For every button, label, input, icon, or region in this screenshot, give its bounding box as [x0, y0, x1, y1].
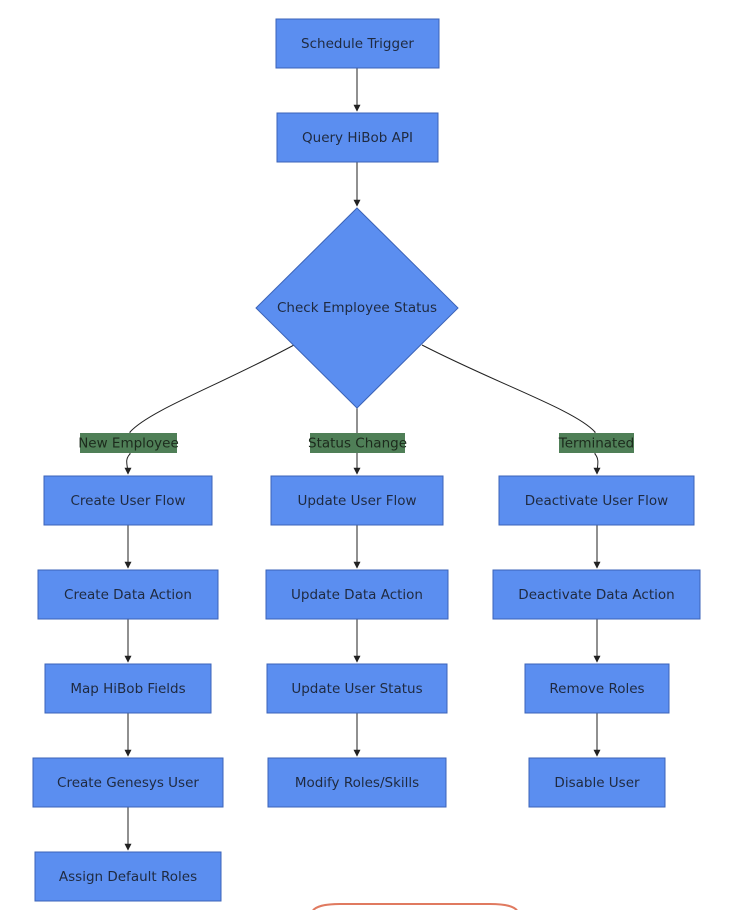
- node-deactivate-user-flow[interactable]: Deactivate User Flow: [498, 475, 695, 526]
- node-update-data-action[interactable]: Update Data Action: [265, 569, 449, 620]
- node-label: Create User Flow: [70, 493, 185, 509]
- node-assign-default-roles[interactable]: Assign Default Roles: [34, 851, 222, 902]
- node-label: Assign Default Roles: [59, 869, 197, 885]
- node-check-employee-status[interactable]: Check Employee Status: [255, 207, 459, 409]
- node-label: Map HiBob Fields: [70, 681, 185, 697]
- node-create-genesys-user[interactable]: Create Genesys User: [32, 757, 224, 808]
- node-label: Update User Status: [291, 681, 422, 697]
- edges: [124, 68, 601, 851]
- node-update-user-status[interactable]: Update User Status: [266, 663, 448, 714]
- edge-labels: New Employee Status Change Terminated: [78, 433, 634, 453]
- node-label: Create Genesys User: [57, 775, 199, 791]
- node-label: Deactivate User Flow: [525, 493, 668, 509]
- node-label: Check Employee Status: [277, 300, 437, 316]
- node-modify-roles-skills[interactable]: Modify Roles/Skills: [267, 757, 447, 808]
- edge-label-text: New Employee: [78, 436, 179, 452]
- nodes: Schedule Trigger Query HiBob API Check E…: [32, 18, 701, 902]
- node-label: Disable User: [554, 775, 640, 791]
- edge-label-new-employee: New Employee: [78, 433, 179, 453]
- edge-label-status-change: Status Change: [308, 433, 407, 453]
- edge-check-to-create-flow: [124, 344, 295, 475]
- node-label: Update User Flow: [297, 493, 416, 509]
- node-query-hibob-api[interactable]: Query HiBob API: [276, 112, 439, 163]
- node-label: Deactivate Data Action: [518, 587, 674, 603]
- partial-node-outline: [312, 903, 518, 910]
- node-create-user-flow[interactable]: Create User Flow: [43, 475, 213, 526]
- node-label: Remove Roles: [549, 681, 644, 697]
- node-label: Schedule Trigger: [301, 36, 414, 52]
- node-label: Create Data Action: [64, 587, 192, 603]
- node-label: Query HiBob API: [302, 130, 413, 146]
- node-schedule-trigger[interactable]: Schedule Trigger: [275, 18, 440, 69]
- edge-check-to-deactivate-flow: [421, 344, 601, 475]
- node-label: Modify Roles/Skills: [295, 775, 419, 791]
- edge-label-terminated: Terminated: [558, 433, 634, 453]
- edge-label-text: Terminated: [558, 436, 634, 452]
- node-deactivate-data-action[interactable]: Deactivate Data Action: [492, 569, 701, 620]
- node-map-hibob-fields[interactable]: Map HiBob Fields: [44, 663, 212, 714]
- node-disable-user[interactable]: Disable User: [528, 757, 666, 808]
- node-update-user-flow[interactable]: Update User Flow: [270, 475, 444, 526]
- node-label: Update Data Action: [291, 587, 423, 603]
- edge-label-text: Status Change: [308, 436, 407, 452]
- node-remove-roles[interactable]: Remove Roles: [524, 663, 670, 714]
- node-create-data-action[interactable]: Create Data Action: [37, 569, 219, 620]
